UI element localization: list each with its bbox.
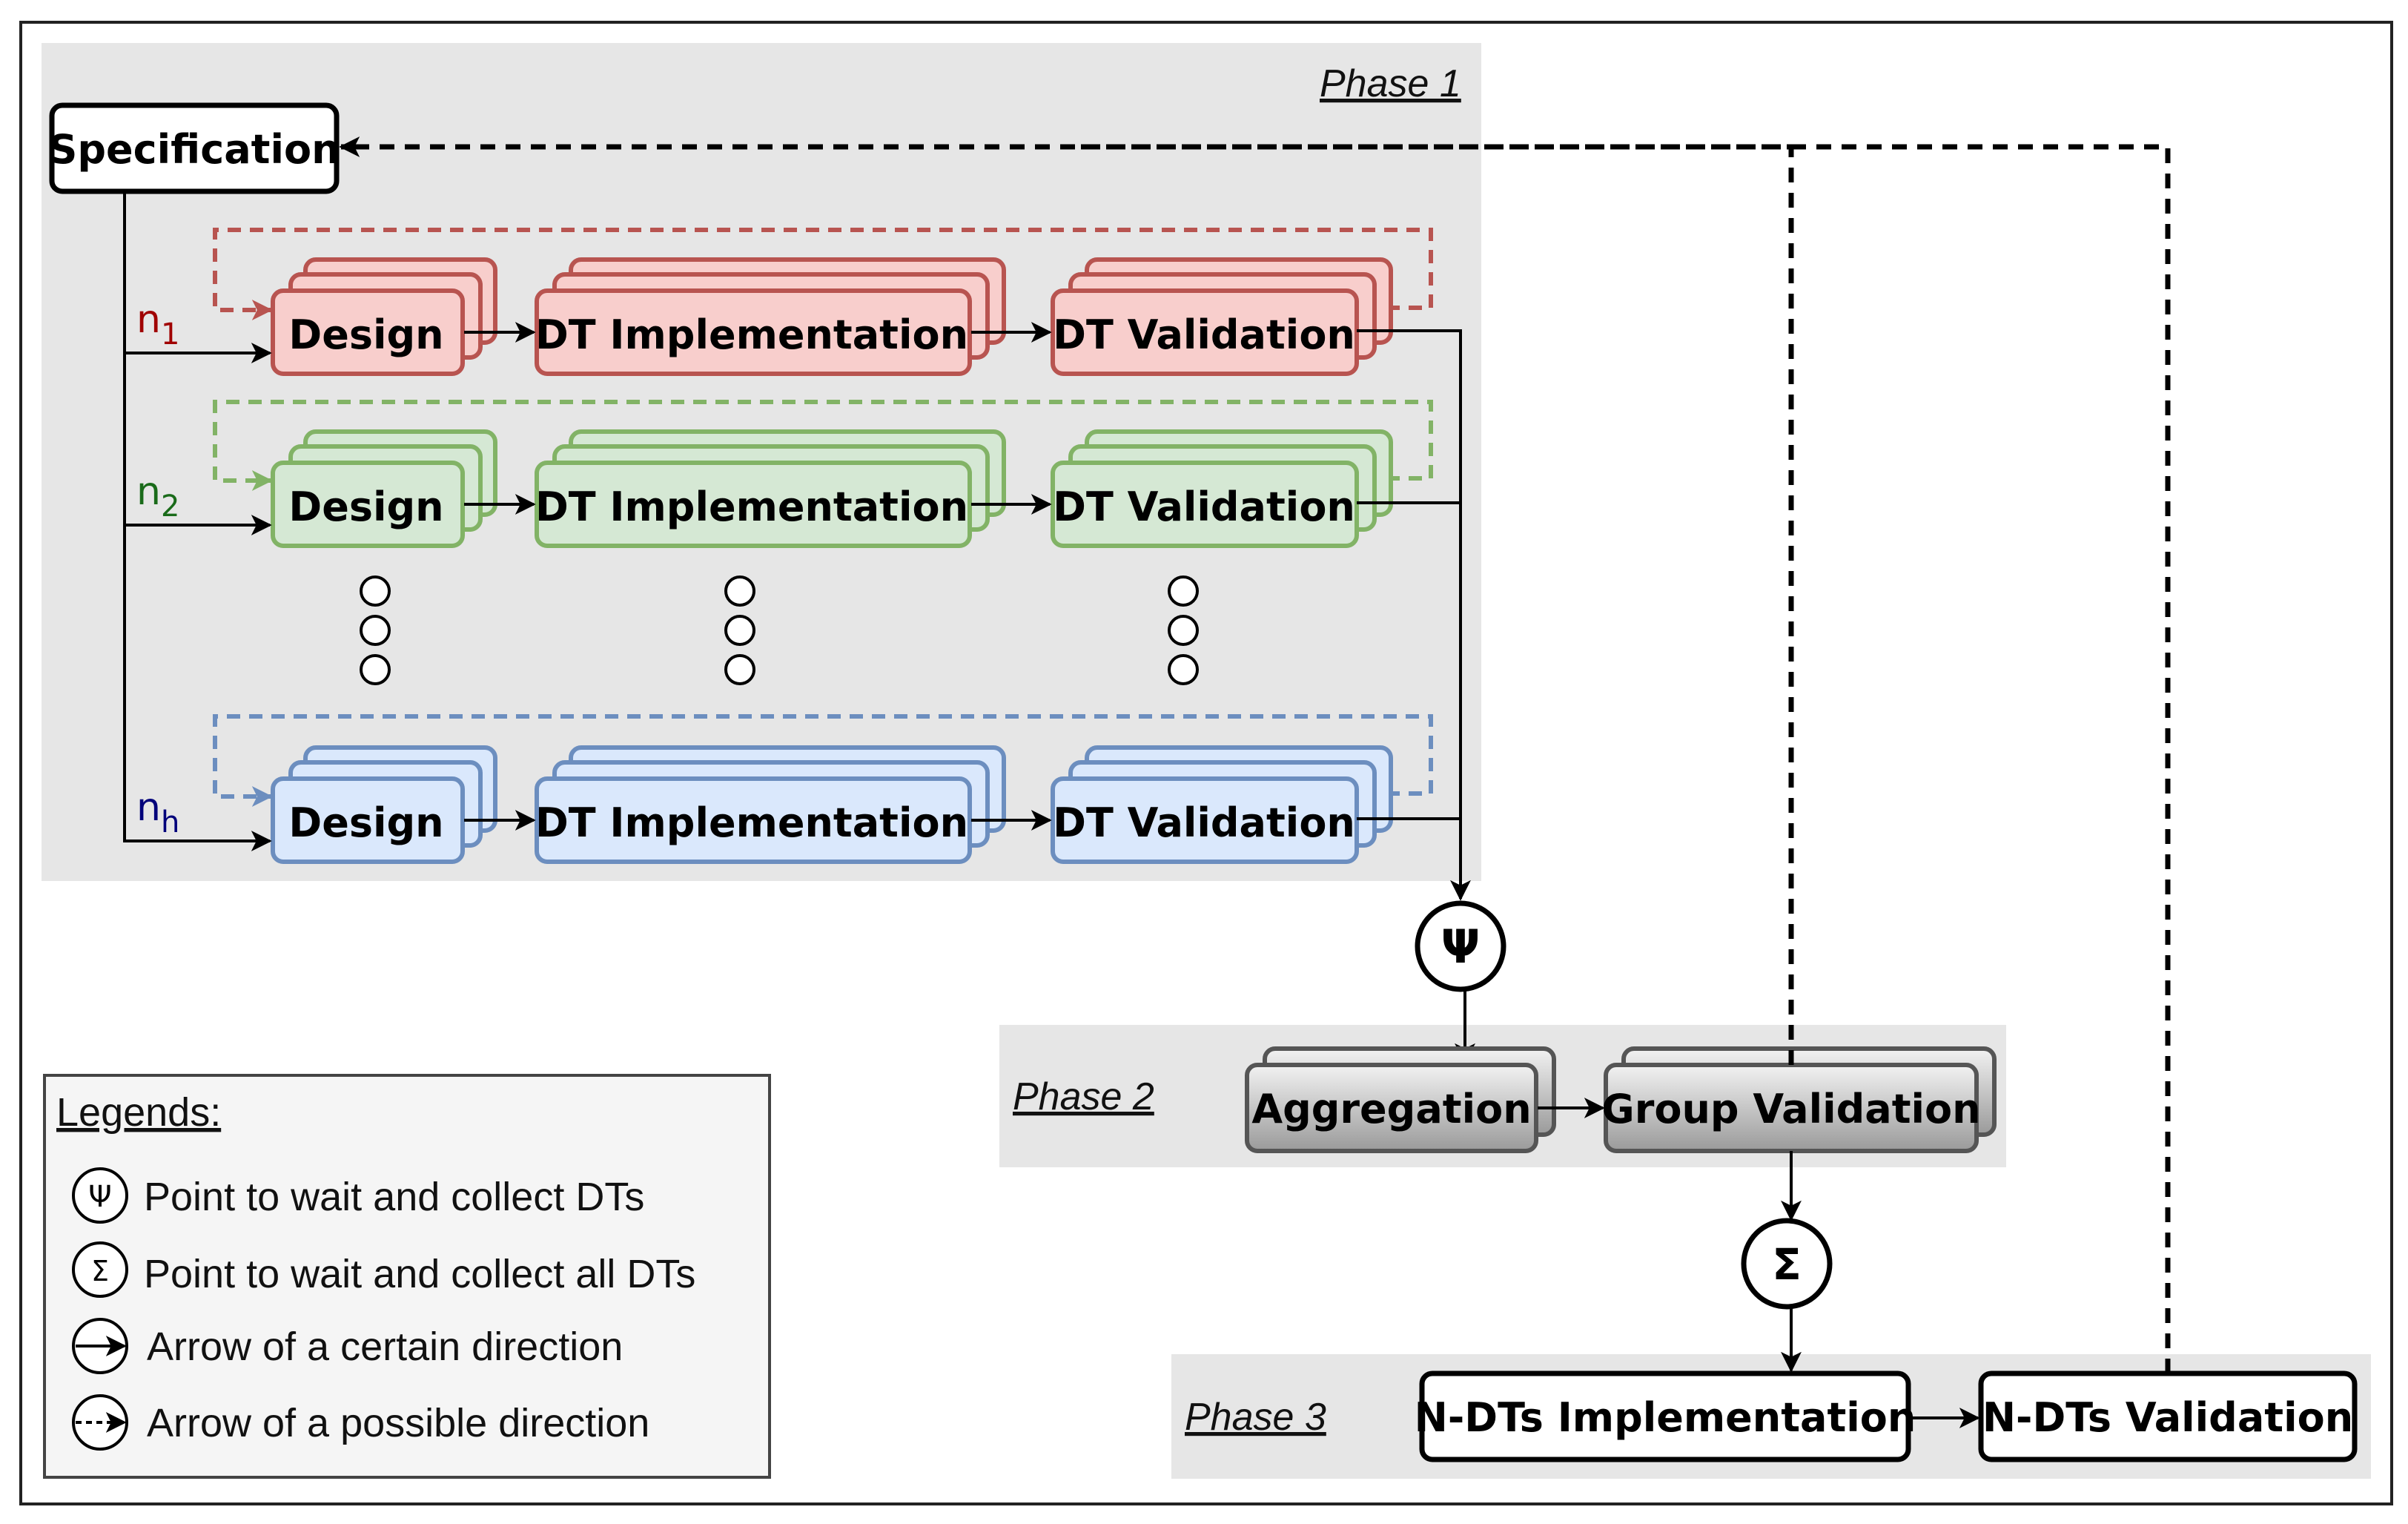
legend-item-2: Point to wait and collect all DTs	[144, 1252, 695, 1296]
ndts-validation-feedback-dashed	[339, 136, 2171, 1373]
row-1: Design DT Implementation DT Validation n…	[125, 228, 1433, 376]
rowh-valid-label: DT Validation	[1053, 799, 1355, 846]
rowh-feedback-dashed	[213, 714, 1433, 807]
rowh-n-label: nh	[136, 785, 179, 839]
row-2: Design DT Implementation DT Validation n…	[125, 400, 1433, 548]
phase2-group: Aggregation Group Validation	[1245, 1046, 1997, 1153]
legend-item-3: Arrow of a certain direction	[147, 1325, 623, 1369]
aggregation-box[interactable]	[1245, 1063, 1538, 1153]
legend: Legends: Ψ Point to wait and collect DTs…	[43, 1074, 771, 1479]
ndts-impl-box[interactable]	[1419, 1370, 1911, 1462]
aggregation-label: Aggregation	[1251, 1086, 1531, 1132]
rowh-design-box[interactable]	[271, 776, 465, 864]
specification-label: Specification	[48, 126, 340, 173]
svg-text:Ψ: Ψ	[88, 1180, 111, 1214]
fork-symbol	[1415, 900, 1506, 992]
ndts-impl-label: N-DTs Implementation	[1415, 1394, 1916, 1441]
rowh-impl-label: DT Implementation	[535, 799, 968, 846]
row-h: Design DT Implementation DT Validation n…	[125, 714, 1433, 864]
row1-valid-label: DT Validation	[1053, 311, 1355, 358]
row2-design-box[interactable]	[271, 461, 465, 548]
row1-design-box[interactable]	[271, 288, 465, 376]
fork-icon: Ψ	[1441, 920, 1481, 974]
row1-n-label: n1	[136, 297, 179, 352]
rowh-design-label: Design	[288, 799, 443, 846]
phase2-label: Phase 2	[1013, 1075, 1154, 1118]
sigma-symbol	[1741, 1218, 1833, 1310]
row1-impl-box[interactable]	[535, 288, 972, 376]
legend-item-4: Arrow of a possible direction	[147, 1401, 649, 1445]
outer-frame	[19, 21, 2393, 1505]
row2-feedback-dashed	[213, 400, 1433, 491]
ellipsis-dots	[360, 575, 1199, 685]
row1-impl-label: DT Implementation	[535, 311, 968, 358]
ndts-valid-label: N-DTs Validation	[1982, 1394, 2353, 1441]
legend-sigma-icon	[72, 1241, 128, 1298]
validation-collector-line	[1357, 329, 1471, 901]
legend-item-1: Point to wait and collect DTs	[144, 1175, 644, 1219]
row2-impl-label: DT Implementation	[535, 484, 968, 530]
ndts-valid-box[interactable]	[1978, 1370, 2358, 1462]
group-validation-label: Group Validation	[1601, 1086, 1980, 1132]
phase3-label: Phase 3	[1185, 1396, 1326, 1439]
row2-impl-box[interactable]	[535, 461, 972, 548]
legend-fork-icon	[72, 1167, 128, 1224]
row2-design-label: Design	[288, 484, 443, 530]
sigma-icon: Σ	[1772, 1239, 1802, 1290]
phase1-label: Phase 1	[1320, 62, 1461, 105]
row1-design-label: Design	[288, 311, 443, 358]
legend-title: Legends:	[56, 1090, 221, 1135]
specification-box[interactable]	[49, 102, 340, 194]
row2-n-label: n2	[136, 469, 179, 524]
rowh-impl-box[interactable]	[535, 776, 972, 864]
row2-valid-label: DT Validation	[1053, 484, 1355, 530]
legend-box	[43, 1074, 771, 1479]
row1-feedback-dashed	[213, 228, 1433, 320]
svg-text:Σ: Σ	[91, 1255, 109, 1287]
